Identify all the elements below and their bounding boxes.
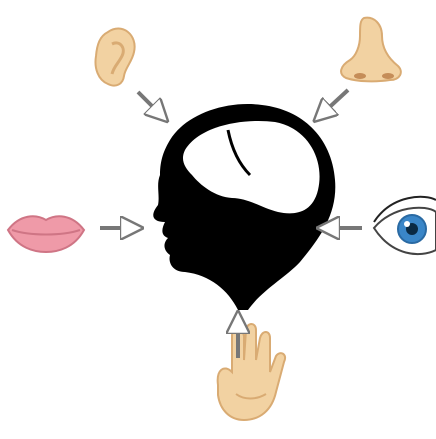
- ear-icon: [96, 29, 135, 86]
- hand-icon: [218, 324, 285, 420]
- eye-icon: [374, 197, 436, 254]
- arrow-nose-to-brain: [322, 90, 348, 114]
- lips-icon: [8, 216, 84, 252]
- arrow-ear-to-brain: [138, 92, 160, 114]
- nose-icon: [341, 18, 401, 82]
- head-brain-silhouette-icon: [153, 104, 335, 310]
